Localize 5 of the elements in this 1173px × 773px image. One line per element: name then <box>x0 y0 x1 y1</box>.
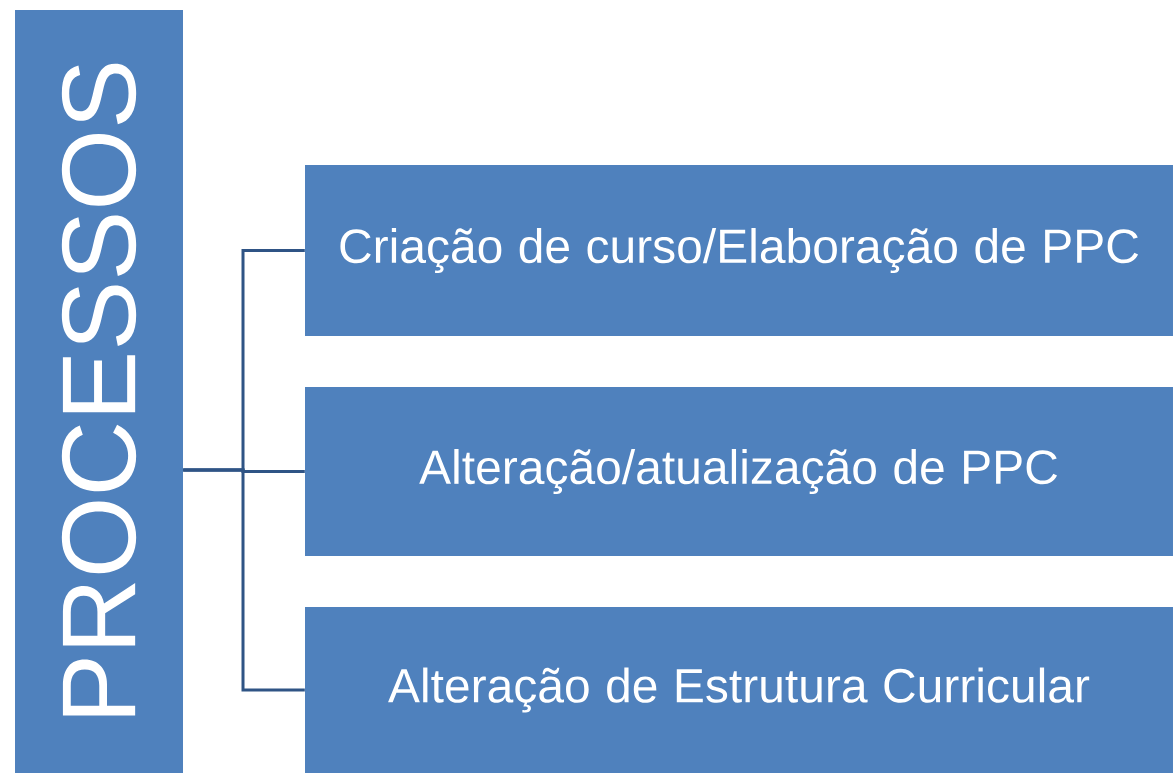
process-box: Alteração de Estrutura Curricular <box>305 607 1173 773</box>
process-box: Alteração/atualização de PPC <box>305 387 1173 556</box>
process-box: Criação de curso/Elaboração de PPC <box>305 165 1173 336</box>
connector-line <box>183 468 305 692</box>
vertical-band: PROCESSOS <box>15 10 183 773</box>
